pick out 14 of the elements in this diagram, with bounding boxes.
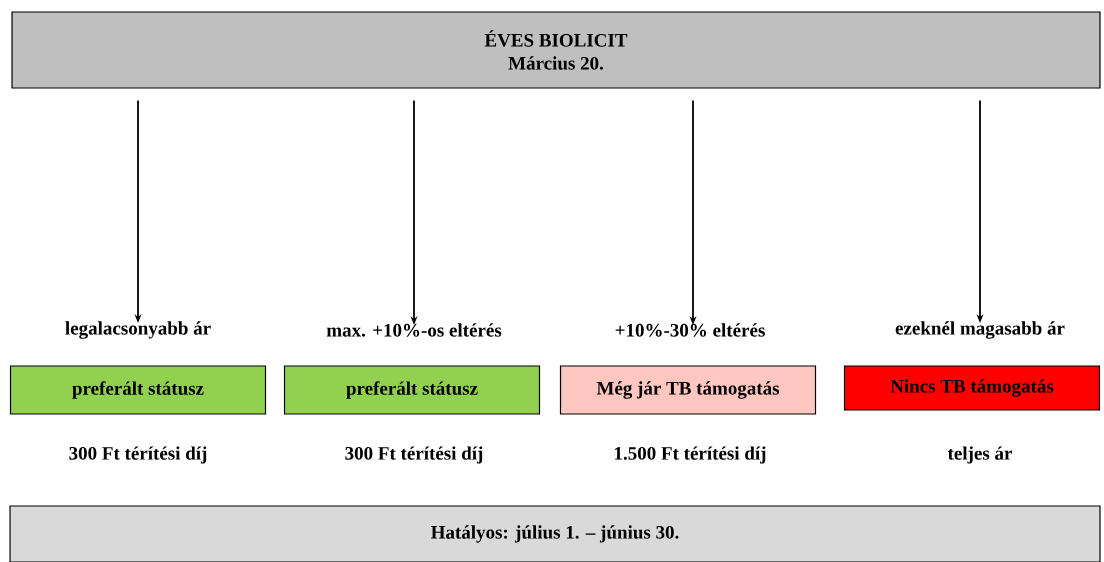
footer-box: Hatályos: július 1. – június 30. <box>9 505 1101 562</box>
fee-text: 300 Ft térítési díj <box>345 446 483 464</box>
status-box: Még jár TB támogatás <box>559 365 817 415</box>
condition-text: legalacsonyabb ár <box>65 321 211 339</box>
condition-text: ezeknél magasabb ár <box>895 321 1065 339</box>
header-box: ÉVES BIOLICIT Március 20. <box>11 11 1101 89</box>
fee-text: 300 Ft térítési díj <box>69 446 207 464</box>
fee-text: 1.500 Ft térítési díj <box>615 446 766 464</box>
status-box: Nincs TB támogatás <box>843 365 1101 411</box>
condition-text: +10%-30% eltérés <box>615 323 765 337</box>
condition-text: max. +10%-os eltérés <box>326 323 502 337</box>
status-box: preferált státusz <box>9 365 267 415</box>
fee-text: teljes ár <box>947 446 1012 464</box>
status-box: preferált státusz <box>283 365 541 415</box>
